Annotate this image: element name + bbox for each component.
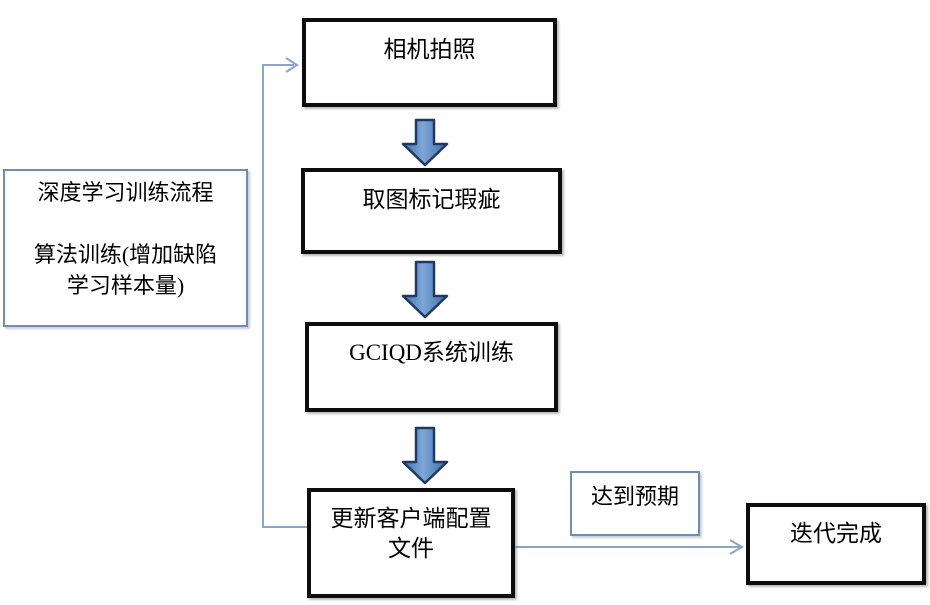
node-gciqd-system-training: GCIQD系统训练 bbox=[305, 322, 558, 412]
node-camera-capture: 相机拍照 bbox=[302, 18, 557, 107]
flow-down-arrow-icon bbox=[401, 118, 449, 167]
flow-down-arrow-icon bbox=[401, 426, 449, 485]
connector-feedback-loop bbox=[262, 57, 307, 528]
arrowhead-right-icon bbox=[729, 539, 744, 555]
node-iteration-done: 迭代完成 bbox=[746, 503, 926, 585]
node-mark-defects: 取图标记瑕疵 bbox=[301, 168, 562, 254]
label-reach-expectation: 达到预期 bbox=[570, 471, 700, 536]
node-update-client-config: 更新客户端配置 文件 bbox=[307, 488, 515, 598]
arrowhead-right-icon bbox=[285, 57, 299, 73]
legend-panel-training-process: 深度学习训练流程 算法训练(增加缺陷 学习样本量) bbox=[3, 169, 248, 327]
connector-update-to-done bbox=[515, 539, 744, 555]
flow-down-arrow-icon bbox=[401, 260, 449, 319]
